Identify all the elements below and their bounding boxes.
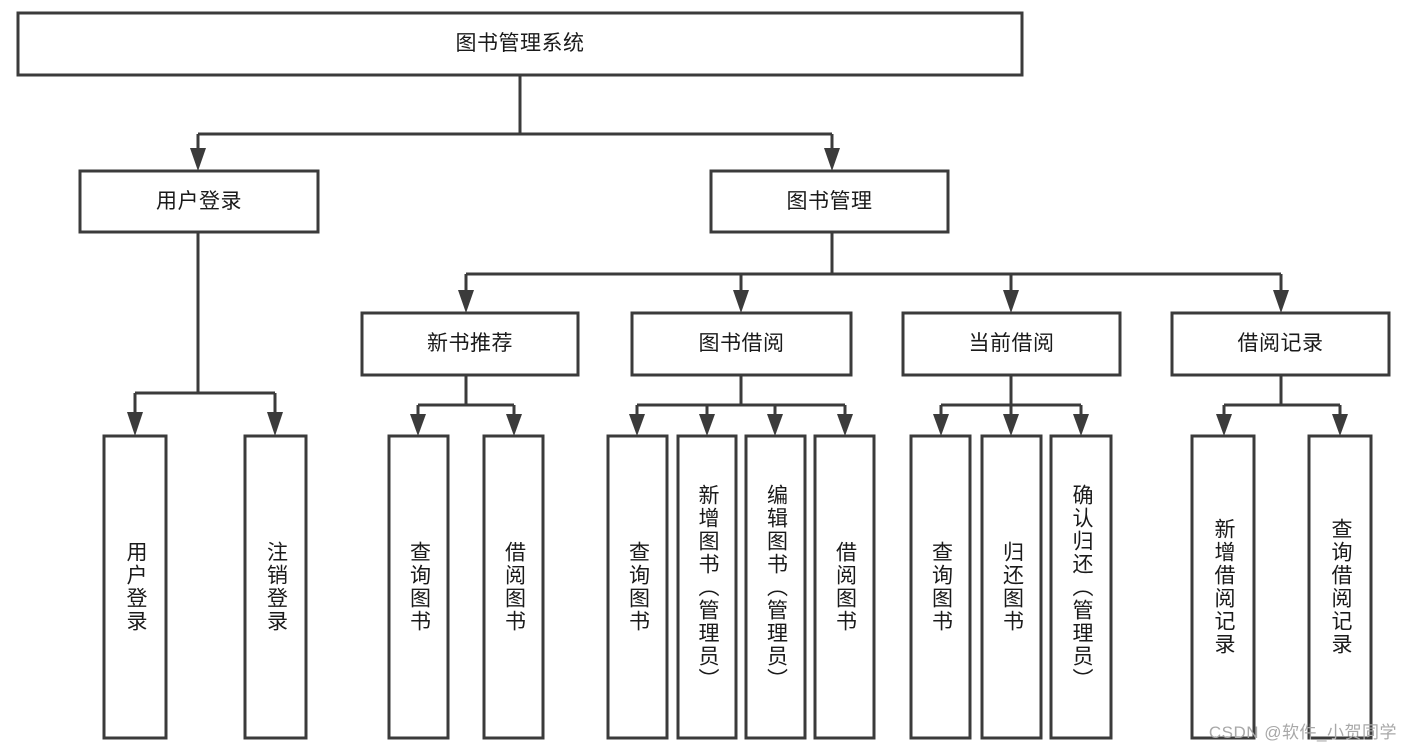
leaf-borrow-record-0-box[interactable] [1190, 434, 1256, 740]
leaf-book-borrow-3-box[interactable] [813, 434, 876, 740]
leaf-borrow-record-1-box[interactable] [1307, 434, 1373, 740]
node-level2-1-box[interactable] [630, 311, 853, 377]
leaf-user-login-0-box[interactable] [102, 434, 168, 740]
node-level2-3-box[interactable] [1170, 311, 1391, 377]
leaf-current-borrow-2-box[interactable] [1049, 434, 1113, 740]
leaf-book-borrow-1-box[interactable] [676, 434, 738, 740]
leaf-new-book-0-box[interactable] [387, 434, 450, 740]
node-level1-0-box[interactable] [78, 169, 320, 234]
connector-currentborrow-to-leaves [933, 375, 1089, 436]
leaf-current-borrow-0-box[interactable] [909, 434, 972, 740]
leaf-book-borrow-0-box[interactable] [606, 434, 669, 740]
node-level2-0-box[interactable] [360, 311, 580, 377]
node-level2-2-box[interactable] [901, 311, 1122, 377]
leaf-book-borrow-2-box[interactable] [744, 434, 807, 740]
connector-newbook-to-leaves [410, 375, 522, 436]
leaf-user-login-1-box[interactable] [243, 434, 308, 740]
csdn-watermark: CSDN @软件_小贺同学 [1208, 723, 1397, 742]
connector-bookmgmt-to-level2 [458, 232, 1289, 313]
node-root-box[interactable] [16, 11, 1024, 77]
connector-root-to-level1 [190, 75, 840, 171]
connector-userlogin-to-leaves [127, 232, 283, 436]
connector-borrowrecord-to-leaves [1216, 375, 1348, 436]
node-level1-1-box[interactable] [709, 169, 950, 234]
leaf-new-book-1-box[interactable] [482, 434, 545, 740]
connector-bookborrow-to-leaves [629, 375, 853, 436]
leaf-current-borrow-1-box[interactable] [980, 434, 1043, 740]
